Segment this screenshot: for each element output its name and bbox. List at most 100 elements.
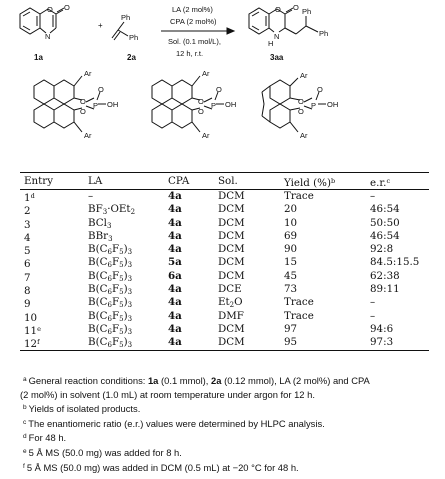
cpa6-ar-top: Ar bbox=[300, 71, 308, 80]
results-table: Entry LA CPA Sol. Yield (%)b e.r.c 1d–4a… bbox=[20, 172, 429, 351]
cell-yield: 73 bbox=[284, 283, 298, 296]
cell-la: BBr3 bbox=[88, 229, 113, 243]
cell-entry: 12f bbox=[24, 338, 40, 351]
product-ph-top: Ph bbox=[302, 7, 311, 16]
cell-cpa: 5a bbox=[168, 256, 182, 269]
cell-la: B(C6F5)3 bbox=[88, 309, 133, 323]
reactant-2a-ph-top: Ph bbox=[121, 13, 130, 22]
cell-cpa: 4a bbox=[168, 243, 182, 256]
cell-yield: 20 bbox=[284, 203, 298, 216]
cpa4-o-double: O bbox=[98, 85, 104, 94]
cell-cpa: 4a bbox=[168, 283, 182, 296]
cell-cpa: 4a bbox=[168, 229, 182, 242]
cpa6-o-upper: O bbox=[298, 97, 304, 106]
condition-line-3: Sol. (0.1 mol/L), bbox=[168, 37, 221, 46]
header-cpa: CPA bbox=[168, 175, 190, 187]
product-ph-right: Ph bbox=[319, 29, 328, 38]
product-3aa-structure bbox=[248, 7, 319, 35]
cell-entry: 7 bbox=[24, 271, 31, 284]
header-yield-text: Yield (%) bbox=[284, 177, 331, 189]
header-er-text: e.r. bbox=[370, 177, 387, 189]
cell-entry: 8 bbox=[24, 285, 31, 298]
cell-yield: 10 bbox=[284, 216, 298, 229]
cell-sol: DCE bbox=[218, 283, 242, 296]
cell-la: B(C6F5)3 bbox=[88, 322, 133, 336]
cpa4-oh: OH bbox=[107, 100, 118, 109]
cell-sol: DMF bbox=[218, 309, 244, 322]
cell-yield: Trace bbox=[284, 309, 314, 322]
cell-yield: Trace bbox=[284, 190, 314, 202]
cell-entry: 2 bbox=[24, 205, 31, 218]
cell-la: B(C6F5)3 bbox=[88, 269, 133, 283]
cell-entry: 10 bbox=[24, 311, 38, 324]
cpa6-o-lower: O bbox=[298, 107, 304, 116]
cell-er: 92:8 bbox=[370, 243, 394, 256]
cpa-5-structure bbox=[151, 75, 224, 133]
footnote-text: Yields of isolated products. bbox=[28, 403, 141, 415]
product-carbonyl-o: O bbox=[293, 3, 299, 12]
table-row: 8 B(C6F5)3 4a DCE 73 89:11 bbox=[20, 283, 429, 298]
footnote-text: The enantiomeric ratio (e.r.) values wer… bbox=[28, 417, 325, 429]
cell-sol: Et2O bbox=[218, 296, 243, 310]
cell-la: BCl3 bbox=[88, 216, 112, 230]
reactant-2a-label: 2a bbox=[127, 53, 136, 62]
cell-entry: 11e bbox=[24, 324, 41, 337]
cell-entry: 3 bbox=[24, 218, 31, 231]
cell-sol: DCM bbox=[218, 190, 245, 202]
cell-yield: 95 bbox=[284, 336, 298, 349]
cpa6-oh: OH bbox=[327, 100, 338, 109]
cell-sol: DCM bbox=[218, 243, 245, 256]
cell-sol: DCM bbox=[218, 256, 245, 269]
cell-la: B(C6F5)3 bbox=[88, 283, 133, 297]
cell-cpa: 6a bbox=[168, 269, 182, 282]
product-atom-h: H bbox=[268, 39, 273, 48]
cell-cpa: 4a bbox=[168, 216, 182, 229]
cpa5-o-upper: O bbox=[198, 97, 204, 106]
cpa-6-structure bbox=[261, 77, 326, 133]
cell-sol: DCM bbox=[218, 336, 245, 349]
product-3aa-label: 3aa bbox=[270, 53, 284, 62]
cell-la: B(C6F5)3 bbox=[88, 336, 133, 350]
table-header-rule bbox=[20, 189, 429, 190]
cpa5-o-lower: O bbox=[198, 107, 204, 116]
footnote-mark: c bbox=[23, 418, 27, 426]
reactant-1a-atom-n: N bbox=[45, 32, 50, 41]
cell-sol: DCM bbox=[218, 322, 245, 335]
footnote-mark: b bbox=[23, 404, 27, 412]
cpa6-ar-bottom: Ar bbox=[300, 131, 308, 140]
reactant-1a-carbonyl-o: O bbox=[64, 3, 70, 12]
reaction-scheme: O O N Ph Ph LA (2 mol%) CPA (2 mol%) Sol… bbox=[19, 3, 338, 140]
cell-sol: DCM bbox=[218, 269, 245, 282]
footnote-text: 5 Å MS (50.0 mg) was added for 8 h. bbox=[28, 446, 182, 458]
reactant-2a-structure bbox=[111, 21, 129, 41]
cell-la: B(C6F5)3 bbox=[88, 243, 133, 257]
cell-er: 94:6 bbox=[370, 322, 394, 335]
footnote-text: 5 Å MS (50.0 mg) was added in DCM (0.5 m… bbox=[26, 461, 299, 473]
cpa5-ar-top: Ar bbox=[202, 69, 210, 78]
table-bottom-rule bbox=[20, 349, 429, 351]
footnote-text: General reaction conditions: 1a (0.1 mmo… bbox=[28, 375, 370, 386]
plus-sign: + bbox=[98, 21, 103, 30]
cpa4-o-upper: O bbox=[80, 97, 86, 106]
cell-cpa: 4a bbox=[168, 203, 182, 216]
cpa4-ar-top: Ar bbox=[84, 69, 92, 78]
cell-er: 89:11 bbox=[370, 283, 400, 296]
header-er-sup: c bbox=[386, 177, 391, 185]
footnote-mark: e bbox=[23, 447, 27, 455]
cell-cpa: 4a bbox=[168, 309, 182, 322]
condition-line-2: CPA (2 mol%) bbox=[170, 17, 217, 26]
